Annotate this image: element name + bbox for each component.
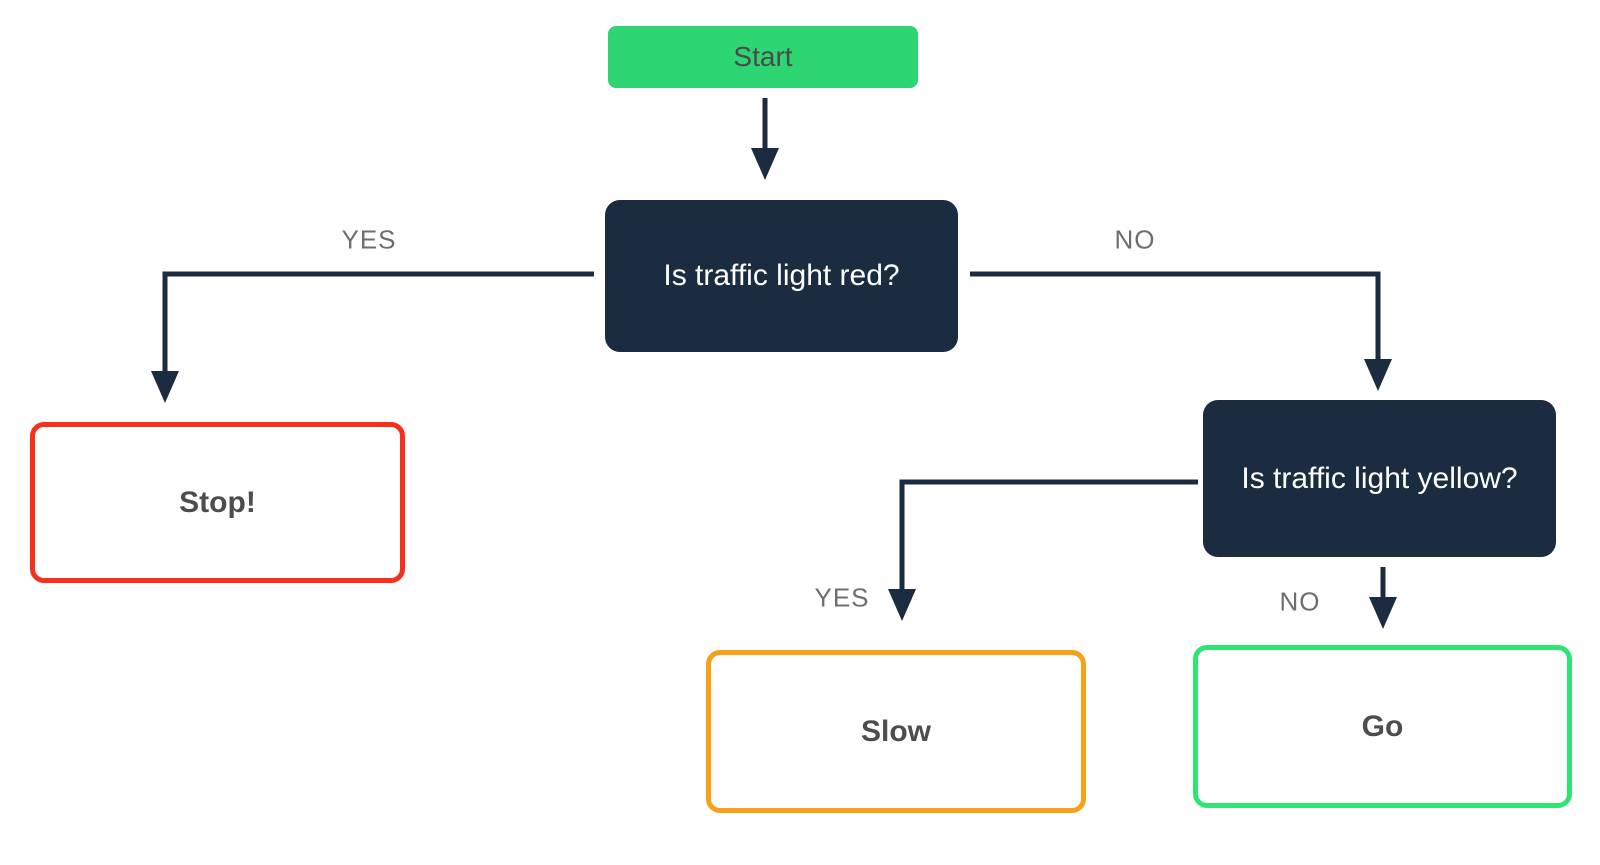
node-question-yellow: Is traffic light yellow? <box>1203 400 1556 557</box>
arrowhead-start-to-red-question <box>751 148 779 180</box>
node-start-label: Start <box>733 41 793 72</box>
edge-yellow-question-to-slow <box>899 479 1198 592</box>
arrowhead-red-question-to-yellow-question <box>1364 359 1392 391</box>
node-slow-label: Slow <box>860 714 931 748</box>
arrowhead-yellow-question-to-slow <box>888 589 916 621</box>
node-go: Go <box>1193 645 1572 808</box>
node-stop-label: Stop! <box>179 485 256 519</box>
node-go-label: Go <box>1361 709 1404 743</box>
edge-label-no-to-go: NO <box>1279 586 1321 617</box>
node-question-red-label: Is traffic light red? <box>663 259 900 292</box>
edge-label-yes-to-stop: YES <box>341 224 397 255</box>
node-start: Start <box>608 26 918 88</box>
node-stop: Stop! <box>30 422 405 583</box>
node-question-yellow-label: Is traffic light yellow? <box>1241 461 1518 495</box>
edge-label-yes-to-slow: YES <box>814 582 870 613</box>
arrowhead-yellow-question-to-go <box>1369 597 1397 629</box>
edge-red-question-to-stop <box>162 271 594 374</box>
edge-label-no-to-yellow-question: NO <box>1114 224 1156 255</box>
node-question-red: Is traffic light red? <box>605 200 958 352</box>
edge-red-question-to-yellow-question <box>970 271 1381 362</box>
node-slow: Slow <box>706 650 1086 813</box>
arrowhead-red-question-to-stop <box>151 371 179 403</box>
